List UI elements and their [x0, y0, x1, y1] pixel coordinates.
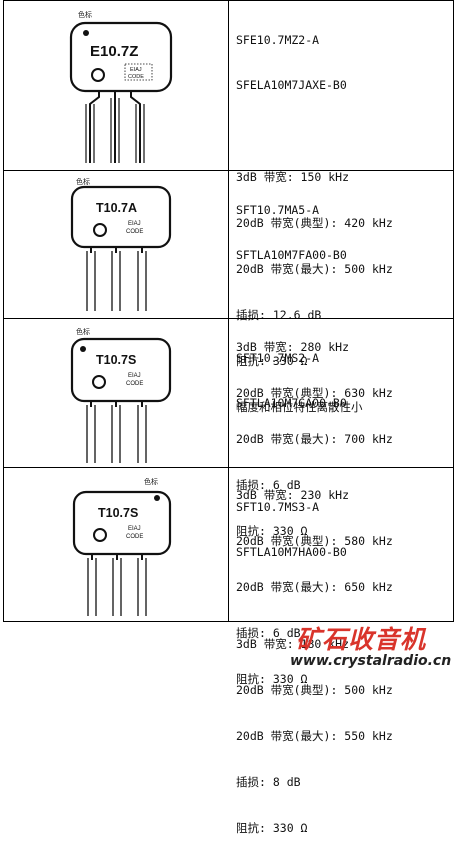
- spec-line: 20dB 带宽(典型): 420 kHz: [236, 216, 393, 231]
- spec-line: [236, 294, 449, 309]
- spec-line: SFT10.7MA5-A: [236, 202, 320, 217]
- spec-line: 阻抗: 330 Ω: [236, 820, 308, 835]
- component-model-label: E10.7Z: [90, 43, 138, 60]
- spec-line: 插损: 8 dB: [236, 774, 301, 789]
- watermark-brand: 矿石收音机: [296, 625, 427, 654]
- spec-line: 阻抗: 330 Ω: [236, 523, 308, 538]
- spec-line: 插损: 6 dB: [236, 477, 301, 492]
- code-mark: CODE: [126, 229, 143, 235]
- spec-line: 20dB 带宽(典型): 580 kHz: [236, 534, 393, 549]
- spec-line: 插损: 6 dB: [236, 625, 301, 640]
- filter-illustration: T10.7A EIAJ CODE: [70, 185, 172, 311]
- component-image-cell: 色标 E10.7Z EIAJ CODE: [4, 1, 229, 170]
- color-tag-label: 色标: [76, 328, 90, 336]
- table-row: 色标 E10.7Z EIAJ CODE SFE10.7MZ2-A SFELA10…: [3, 0, 454, 414]
- spec-line: SFTLA10M7FA00-B0: [236, 248, 347, 263]
- component-model-label: T10.7S: [98, 506, 138, 520]
- filter-illustration: T10.7S EIAJ CODE: [72, 490, 172, 616]
- spec-line: [236, 124, 449, 139]
- component-image-cell: 色标 T10.7S EIAJ CODE: [4, 468, 229, 621]
- spec-line: SFE10.7MZ2-A: [236, 32, 320, 47]
- code-mark: CODE: [126, 534, 143, 540]
- spec-text: SFT10.7MA5-A SFTLA10M7FA00-B0 3dB 带宽: 28…: [236, 172, 449, 570]
- spec-line: [236, 442, 449, 457]
- eiaj-mark: EIAJ: [130, 67, 142, 73]
- table-row: 色标 T10.7S EIAJ CODE SFT10.7MS3-A SFTLA10…: [3, 468, 454, 835]
- spec-line: 阻抗: 330 Ω: [236, 353, 308, 368]
- spec-line: 20dB 带宽(典型): 630 kHz: [236, 386, 393, 401]
- spec-line: SFT10.7MS2-A: [236, 350, 320, 365]
- spec-line: 3dB 带宽: 280 kHz: [236, 340, 350, 355]
- filter-illustration: E10.7Z EIAJ CODE: [69, 21, 173, 163]
- color-tag-label: 色标: [76, 178, 90, 186]
- spec-line: SFTLA10M7GA00-B0: [236, 396, 347, 411]
- spec-line: 20dB 带宽(最大): 700 kHz: [236, 432, 393, 447]
- spec-line: 20dB 带宽(最大): 500 kHz: [236, 262, 393, 277]
- spec-line: 20dB 带宽(最大): 550 kHz: [236, 729, 393, 744]
- code-mark: CODE: [126, 381, 143, 387]
- spec-line: 20dB 带宽(典型): 500 kHz: [236, 683, 393, 698]
- color-tag-label: 色标: [144, 478, 158, 486]
- spec-line: 3dB 带宽: 180 kHz: [236, 637, 350, 652]
- component-model-label: T10.7S: [96, 353, 136, 367]
- spec-text: SFE10.7MZ2-A SFELA10M7JAXE-B0 3dB 带宽: 15…: [236, 2, 449, 446]
- eiaj-mark: EIAJ: [128, 526, 141, 532]
- spec-table: 色标 E10.7Z EIAJ CODE SFE10.7MZ2-A SFELA10…: [3, 0, 454, 835]
- table-row: 色标 T10.7S EIAJ CODE SFT10.7MS2-A SFTLA10…: [3, 319, 454, 686]
- color-tag-label: 色标: [78, 11, 92, 19]
- spec-line: 20dB 带宽(最大): 650 kHz: [236, 580, 393, 595]
- code-mark: CODE: [128, 74, 144, 80]
- watermark-site: www.crystalradio.cn: [290, 653, 452, 669]
- spec-line: 3dB 带宽: 230 kHz: [236, 488, 350, 503]
- spec-line: 3dB 带宽: 150 kHz: [236, 170, 350, 185]
- component-model-label: T10.7A: [96, 201, 137, 215]
- spec-line: [236, 591, 449, 606]
- component-image-cell: 色标 T10.7S EIAJ CODE: [4, 319, 229, 467]
- spec-line: SFTLA10M7HA00-B0: [236, 545, 347, 560]
- spec-line: 幅度和相位特性离散性小: [236, 399, 363, 414]
- eiaj-mark: EIAJ: [128, 373, 141, 379]
- component-image-cell: 色标 T10.7A EIAJ CODE: [4, 171, 229, 318]
- spec-line: SFT10.7MS3-A: [236, 499, 320, 514]
- table-row: 色标 T10.7A EIAJ CODE SFT10.7MA5-A SFTLA10…: [3, 171, 454, 538]
- eiaj-mark: EIAJ: [128, 221, 141, 227]
- spec-line: SFELA10M7JAXE-B0: [236, 78, 347, 93]
- filter-illustration: T10.7S EIAJ CODE: [70, 337, 172, 463]
